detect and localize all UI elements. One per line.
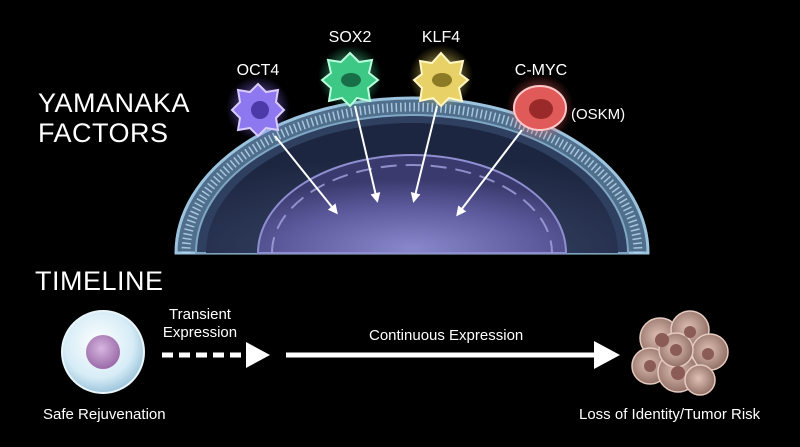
continuous-expression-label: Continuous Expression — [369, 327, 524, 344]
factor-arrows — [274, 105, 523, 217]
timeline — [61, 310, 729, 396]
transient-label-line-2: Expression — [162, 324, 238, 341]
arrow-cmyc — [456, 129, 523, 217]
start-outcome-label: Safe Rejuvenation — [43, 406, 166, 423]
timeline-heading: TIMELINE — [35, 266, 164, 296]
title-line-1: YAMANAKA — [38, 88, 191, 118]
transient-label-line-1: Transient — [169, 306, 231, 323]
title-line-2: FACTORS — [38, 118, 169, 148]
factor-sox2-cell — [318, 45, 382, 109]
factor-oct4-cell — [226, 76, 290, 140]
end-outcome-label: Loss of Identity/Tumor Risk — [579, 406, 761, 423]
arrow-klf4 — [410, 105, 438, 203]
factor-label-oct4: OCT4 — [236, 62, 280, 79]
factor-cmyc-cell — [506, 74, 574, 142]
healthy-cell-icon — [61, 310, 145, 394]
tumor-cluster-icon — [631, 310, 729, 396]
factor-label-cmyc: C-MYC — [514, 62, 568, 79]
factor-label-klf4: KLF4 — [421, 29, 461, 46]
arrow-oct4 — [274, 135, 338, 215]
nuclear-envelope — [271, 164, 553, 254]
arrow-sox2 — [354, 105, 381, 203]
factor-klf4-cell — [409, 45, 473, 109]
factor-label-sox2: SOX2 — [328, 29, 372, 46]
factors-abbreviation: (OSKM) — [571, 106, 626, 123]
